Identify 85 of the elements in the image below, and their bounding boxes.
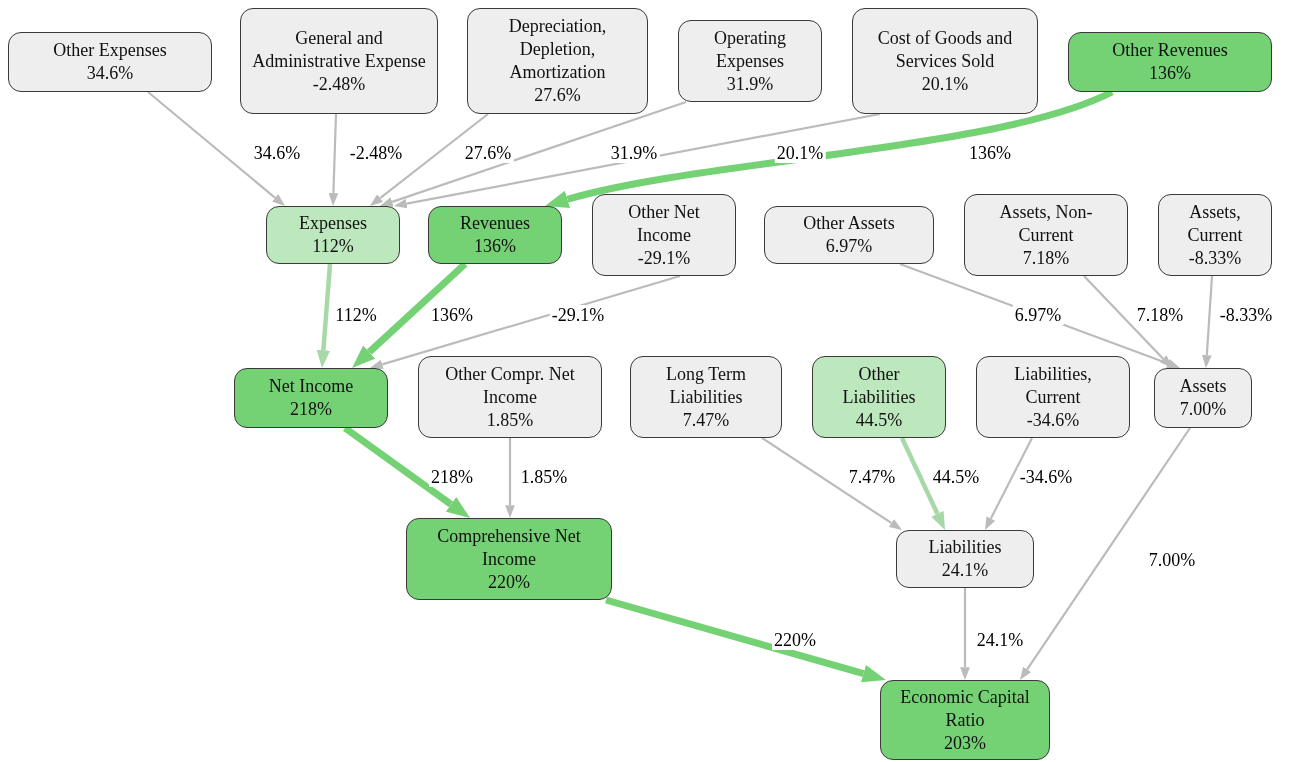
node-text: Expenses	[299, 212, 367, 235]
node-text: 6.97%	[825, 235, 873, 258]
node-text: Operating Expenses	[713, 26, 787, 73]
node-box	[240, 8, 438, 114]
node-text: Other Revenues	[1112, 39, 1228, 62]
node-box	[592, 194, 736, 276]
node-text: 112%	[312, 235, 354, 258]
node-box	[1154, 368, 1252, 428]
arrow	[370, 274, 681, 369]
arrow	[1202, 275, 1214, 368]
node-text: Depreciation, Depletion, Amortization	[507, 15, 608, 84]
edge-label: 31.9%	[608, 143, 660, 163]
arrow	[1020, 427, 1191, 680]
node-box	[964, 194, 1128, 276]
node-text: Assets	[1179, 375, 1227, 398]
node-box	[896, 530, 1034, 588]
node-text: Long Term Liabilities	[665, 362, 747, 409]
node-text: -34.6%	[1026, 408, 1080, 432]
node-text: Comprehensive Net Income	[436, 524, 582, 571]
node-box	[976, 356, 1130, 438]
node-text: 1.85%	[486, 408, 534, 432]
node-text: 203%	[944, 731, 986, 755]
arrow	[147, 91, 285, 206]
node-text: Liabilities	[928, 536, 1002, 559]
edge-label: 20.1%	[774, 143, 826, 163]
node-text: 7.00%	[1179, 398, 1227, 421]
arrow	[380, 100, 687, 207]
edge-label: 27.6%	[462, 143, 514, 163]
node-text: Other Compr. Net Income	[444, 362, 576, 409]
node-text: Assets, Non-Current	[998, 200, 1094, 247]
arrow	[370, 113, 489, 206]
node-text: 136%	[474, 235, 516, 258]
node-text: Liabilities, Current	[1013, 362, 1093, 409]
node-box	[467, 8, 648, 114]
node-box	[234, 368, 388, 428]
node-box	[630, 356, 782, 438]
node-text: 20.1%	[921, 72, 969, 96]
arrow	[1083, 275, 1172, 368]
arrow	[328, 113, 339, 206]
node-text: 44.5%	[855, 408, 903, 432]
node-text: Other Expenses	[53, 39, 167, 62]
node-text: -8.33%	[1188, 246, 1242, 270]
arrow	[899, 437, 945, 530]
node-box	[880, 680, 1050, 760]
node-box	[428, 206, 562, 264]
node-text: 220%	[488, 570, 530, 594]
node-box	[1068, 32, 1272, 92]
node-text: -29.1%	[637, 246, 691, 270]
node-text: 7.18%	[1022, 246, 1070, 270]
node-text: Other Liabilities	[841, 362, 917, 409]
arrow	[960, 588, 970, 680]
node-text: 27.6%	[534, 84, 581, 107]
node-text: General and Administrative Expense	[251, 26, 427, 73]
node-text: 24.1%	[941, 559, 989, 582]
node-box	[678, 20, 822, 102]
arrow	[761, 437, 902, 530]
node-text: Assets, Current	[1186, 200, 1244, 247]
node-text: Revenues	[460, 212, 530, 235]
node-text: 136%	[1149, 62, 1191, 85]
node-box	[266, 206, 400, 264]
node-box	[8, 32, 212, 92]
node-box	[1158, 194, 1272, 276]
node-text: Net Income	[268, 375, 354, 398]
node-text: 7.47%	[682, 408, 730, 432]
node-text: 218%	[290, 398, 332, 421]
node-box	[406, 518, 612, 600]
arrow	[605, 596, 886, 683]
arrow	[505, 438, 515, 518]
node-box	[764, 206, 934, 264]
edge-label: 220%	[772, 630, 818, 650]
node-box	[812, 356, 946, 438]
node-text: Economic Capital Ratio	[899, 685, 1031, 732]
edge-label: 218%	[429, 467, 475, 487]
arrow	[985, 437, 1033, 530]
node-box	[852, 8, 1038, 114]
node-text: 31.9%	[726, 72, 774, 96]
node-text: -2.48%	[312, 72, 366, 96]
edge-label: 6.97%	[1012, 305, 1064, 325]
node-text: Other Assets	[803, 212, 895, 235]
node-box	[418, 356, 602, 438]
arrow	[394, 112, 881, 209]
arrow	[316, 263, 333, 368]
node-text: 34.6%	[86, 62, 134, 85]
node-text: Other Net Income	[627, 200, 701, 247]
node-text: Cost of Goods and Services Sold	[876, 26, 1014, 73]
